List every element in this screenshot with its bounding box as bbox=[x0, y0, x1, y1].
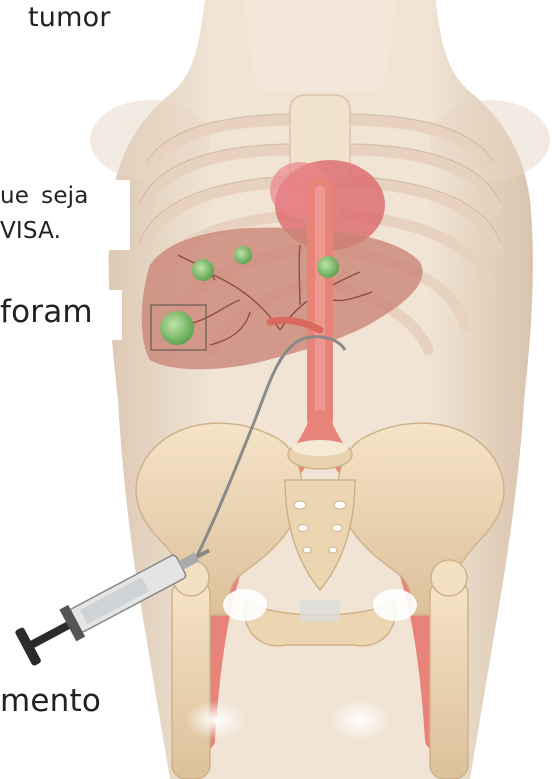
tumor-icon bbox=[234, 246, 252, 264]
tumor-icon bbox=[160, 311, 194, 345]
slide-text-line-4: foram bbox=[0, 294, 93, 330]
tumor-icon bbox=[317, 256, 339, 278]
slide-text-line-2-word-1: ue bbox=[0, 183, 29, 209]
slide-text-line-2-word-2: seja bbox=[41, 183, 88, 209]
slide-text-line-3: VISA. bbox=[0, 218, 61, 244]
tumor-icon bbox=[192, 259, 214, 281]
slide-text-line-1: tumor bbox=[28, 2, 111, 33]
slide-text-line-5: mento bbox=[0, 683, 101, 719]
